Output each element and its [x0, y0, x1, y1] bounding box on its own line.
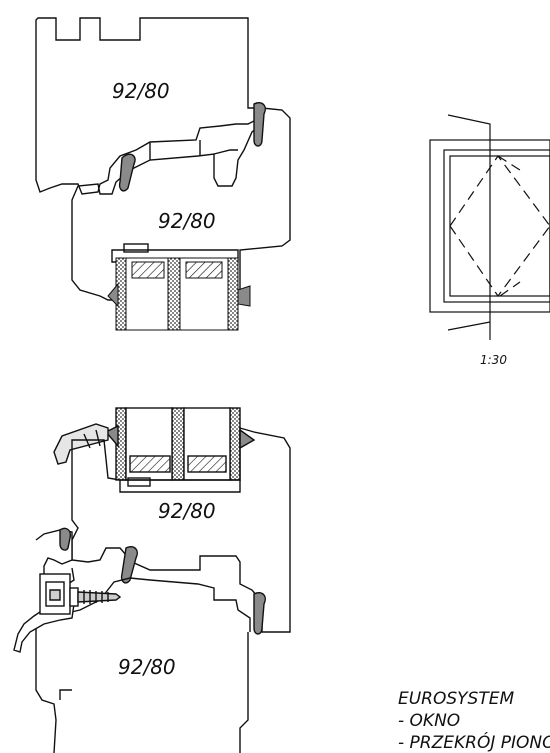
bottom-gasket-lower	[253, 592, 266, 635]
caption: EUROSYSTEM - OKNO - PRZEKRÓJ PIONOWY	[398, 689, 550, 753]
bottom-gasket-upper	[120, 546, 138, 584]
caption-line3: - PRZEKRÓJ PIONOWY	[398, 731, 550, 753]
top-gasket-left	[118, 153, 136, 192]
tilt-turn-lines	[449, 154, 550, 298]
weather-drip	[53, 423, 109, 465]
section-marker-bottom	[447, 321, 491, 331]
caption-line2: - OKNO	[398, 711, 460, 731]
window-elevation	[429, 114, 550, 340]
label-bottom-frame: 92/80	[158, 499, 216, 523]
screw	[69, 587, 122, 607]
elevation-scale: 1:30	[480, 353, 507, 367]
bottom-sash-profile	[71, 427, 291, 633]
top-gasket-right	[253, 102, 266, 147]
caption-system: EUROSYSTEM	[398, 689, 514, 709]
section-marker-top	[447, 114, 491, 340]
top-sash-profile	[35, 17, 257, 195]
label-top-frame: 92/80	[158, 209, 216, 233]
bottom-section	[13, 407, 291, 753]
top-frame-profile	[71, 107, 291, 301]
elevation-sash	[443, 149, 550, 303]
label-bottom-sash: 92/80	[118, 655, 176, 679]
top-glass-unit	[107, 257, 251, 331]
bottom-glass-unit	[104, 407, 256, 481]
label-top-sash: 92/80	[112, 79, 170, 103]
